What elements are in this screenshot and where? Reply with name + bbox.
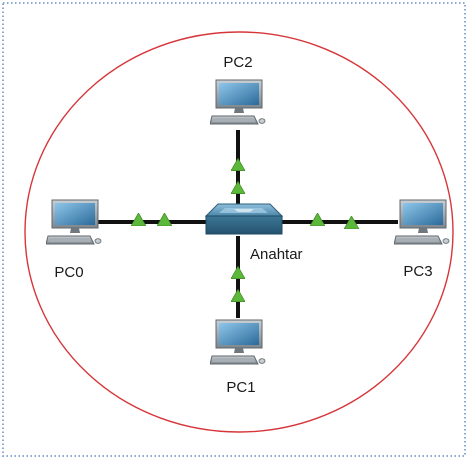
link-up-icon xyxy=(310,213,325,226)
pc1-node[interactable]: PC1 xyxy=(210,319,266,396)
link-up-icon xyxy=(231,158,245,171)
desktop-pc-icon xyxy=(46,199,102,245)
switch-node[interactable]: Anahtar xyxy=(204,203,303,263)
pc3-label: PC3 xyxy=(403,263,432,280)
link-up-icon xyxy=(157,213,172,226)
switch-label: Anahtar xyxy=(250,246,303,263)
pc1-label: PC1 xyxy=(226,379,255,396)
pc3-node[interactable]: PC3 xyxy=(394,199,450,280)
desktop-pc-icon xyxy=(394,199,450,245)
link-up-icon xyxy=(231,181,245,194)
link-up-icon xyxy=(231,289,245,302)
network-switch-icon xyxy=(204,203,284,235)
desktop-pc-icon xyxy=(210,79,266,125)
pc0-node[interactable]: PC0 xyxy=(46,199,102,281)
pc0-label: PC0 xyxy=(54,264,83,281)
link-up-icon xyxy=(231,266,245,279)
pc2-label: PC2 xyxy=(223,54,252,71)
network-area-circle xyxy=(24,31,454,433)
desktop-pc-icon xyxy=(210,319,266,365)
pc2-node[interactable]: PC2 xyxy=(210,54,266,125)
link-up-icon xyxy=(131,213,146,226)
